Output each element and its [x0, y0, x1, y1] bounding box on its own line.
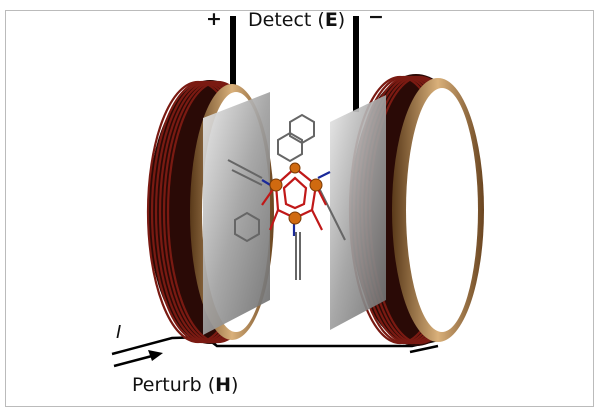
- perturb-label: Perturb (H): [132, 374, 239, 396]
- diagram-frame: [5, 10, 594, 407]
- detect-label: Detect (E): [248, 9, 346, 31]
- molecule: [227, 113, 346, 280]
- negative-terminal-label: −: [368, 6, 384, 28]
- negative-electrode-plate: [330, 95, 386, 330]
- magnetic-field-symbol: H: [215, 374, 232, 396]
- current-label: I: [116, 322, 122, 343]
- perturb-text: Perturb: [132, 374, 202, 396]
- metal-atoms: [269, 162, 323, 225]
- current-arrow: [113, 350, 163, 368]
- detect-text: Detect: [248, 9, 312, 31]
- positive-electrode-plate: [203, 92, 270, 335]
- electric-field-symbol: E: [324, 9, 338, 31]
- positive-terminal-label: +: [206, 8, 222, 30]
